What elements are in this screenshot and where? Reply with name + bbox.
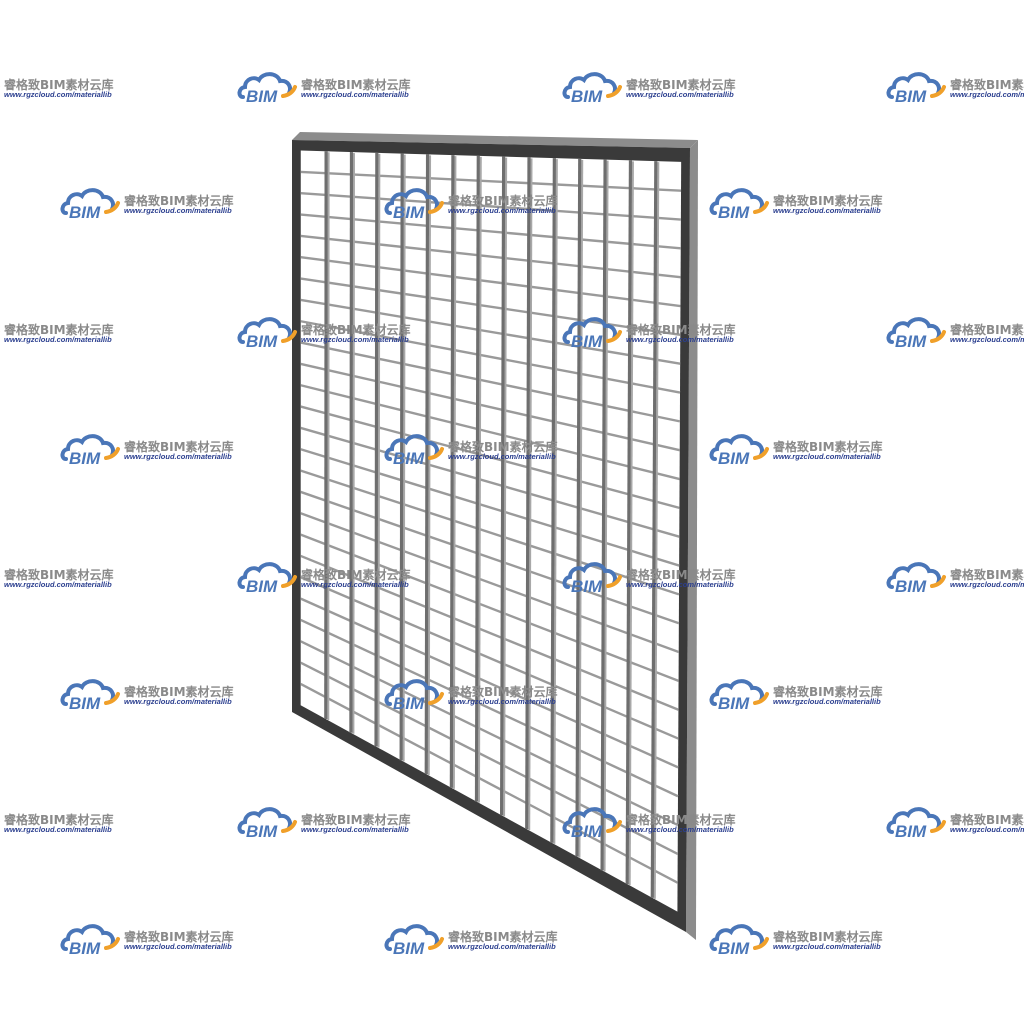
cross-bar <box>300 213 681 250</box>
bearing-bar-side <box>603 160 609 872</box>
bearing-bar-side <box>427 155 432 776</box>
cross-bar <box>300 256 681 308</box>
bearing-bar-side <box>477 156 482 803</box>
bearing-bar-side <box>402 154 406 762</box>
bearing-bar <box>349 152 354 733</box>
bearing-bar-side <box>352 153 355 734</box>
cross-bar <box>300 362 680 452</box>
cross-bar <box>300 448 680 567</box>
cross-bar <box>300 192 681 221</box>
bearing-bar <box>600 159 607 871</box>
bearing-bar <box>625 160 633 885</box>
frame-right-face <box>686 140 698 940</box>
cross-bar <box>300 512 680 654</box>
cross-bar <box>300 618 679 798</box>
cross-bar <box>300 341 681 423</box>
cross-bar <box>300 426 680 538</box>
cross-bar <box>300 640 679 827</box>
cross-bar <box>300 597 679 769</box>
bearing-bar <box>449 155 455 788</box>
cross-bar <box>300 384 680 481</box>
bearing-bar-side <box>653 162 660 899</box>
bearing-bar-side <box>578 159 584 858</box>
cross-bar <box>300 405 680 510</box>
cross-bar <box>300 170 682 192</box>
bearing-bar <box>650 161 658 898</box>
bearing-bar-side <box>528 158 533 831</box>
cross-bar <box>300 298 681 365</box>
bearing-bar <box>525 157 531 830</box>
bearing-bar <box>499 156 506 816</box>
cross-bar <box>300 533 680 683</box>
bearing-bar <box>399 153 404 761</box>
cross-bar <box>300 682 679 884</box>
cross-bar <box>300 234 681 279</box>
cross-bar <box>300 576 679 740</box>
bearing-bar <box>424 154 430 775</box>
bearing-bar <box>374 152 379 747</box>
cross-bar <box>300 490 680 625</box>
bearing-bar-side <box>628 161 634 886</box>
frame-top-face <box>292 132 698 148</box>
bearing-bar-side <box>503 157 508 817</box>
bearing-bar <box>474 155 480 802</box>
bearing-bar-side <box>377 153 381 748</box>
cross-bar <box>300 554 679 711</box>
bearing-bar-side <box>452 156 457 789</box>
cross-bar <box>300 277 681 337</box>
bearing-bar-side <box>553 159 558 844</box>
bearing-bar <box>575 158 582 857</box>
cross-bar <box>300 320 681 394</box>
bearing-bar <box>550 158 556 843</box>
